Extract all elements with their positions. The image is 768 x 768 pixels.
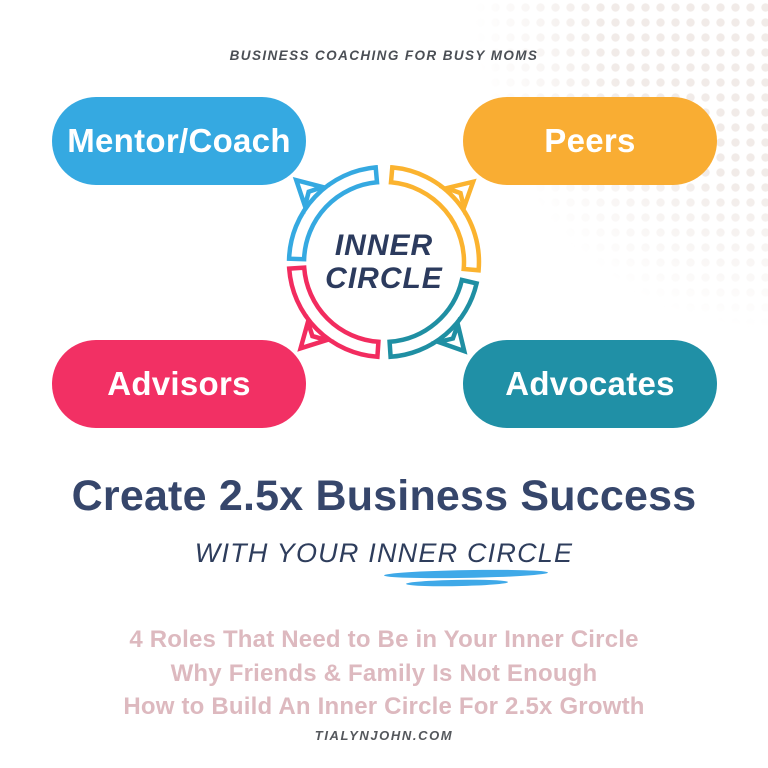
main-headline: Create 2.5x Business Success [71, 472, 697, 520]
sub-headline: WITH YOUR INNER CIRCLE [194, 538, 574, 568]
diagram-center-line1: INNER [334, 229, 434, 262]
underline-swoosh-icon [384, 569, 548, 587]
brand-tagline: BUSINESS COACHING FOR BUSY MOMS [229, 48, 539, 63]
arc-band-teal [387, 277, 480, 360]
arc-band-pink [286, 265, 381, 360]
website-url: TIALYNJOHN.COM [314, 728, 454, 743]
diagram-center-line2: CIRCLE [325, 262, 443, 295]
diagram-center-label: INNER CIRCLE [259, 137, 509, 387]
role-pill-label: Peers [544, 122, 636, 159]
role-pill-label: Mentor/Coach [67, 122, 291, 159]
role-pill-label: Advocates [505, 365, 675, 402]
role-pill-label: Advisors [107, 365, 251, 402]
role-pill-peers: Peers [463, 97, 717, 185]
cycle-arrows-graphic [259, 164, 509, 387]
role-pill-advisors: Advisors [52, 340, 306, 428]
arc-band-blue [286, 164, 380, 262]
arc-band-group [286, 164, 482, 360]
inner-circle-cycle-diagram: INNER CIRCLE [259, 137, 509, 387]
topic-list: 4 Roles That Need to Be in Your Inner Ci… [0, 623, 768, 724]
topic-line-3: How to Build An Inner Circle For 2.5x Gr… [123, 693, 645, 720]
topic-line-1: 4 Roles That Need to Be in Your Inner Ci… [129, 626, 639, 653]
role-pill-mentor-coach: Mentor/Coach [52, 97, 306, 185]
topic-line-2: Why Friends & Family Is Not Enough [170, 659, 598, 687]
arc-band-yellow [388, 164, 482, 273]
role-pill-advocates: Advocates [463, 340, 717, 428]
